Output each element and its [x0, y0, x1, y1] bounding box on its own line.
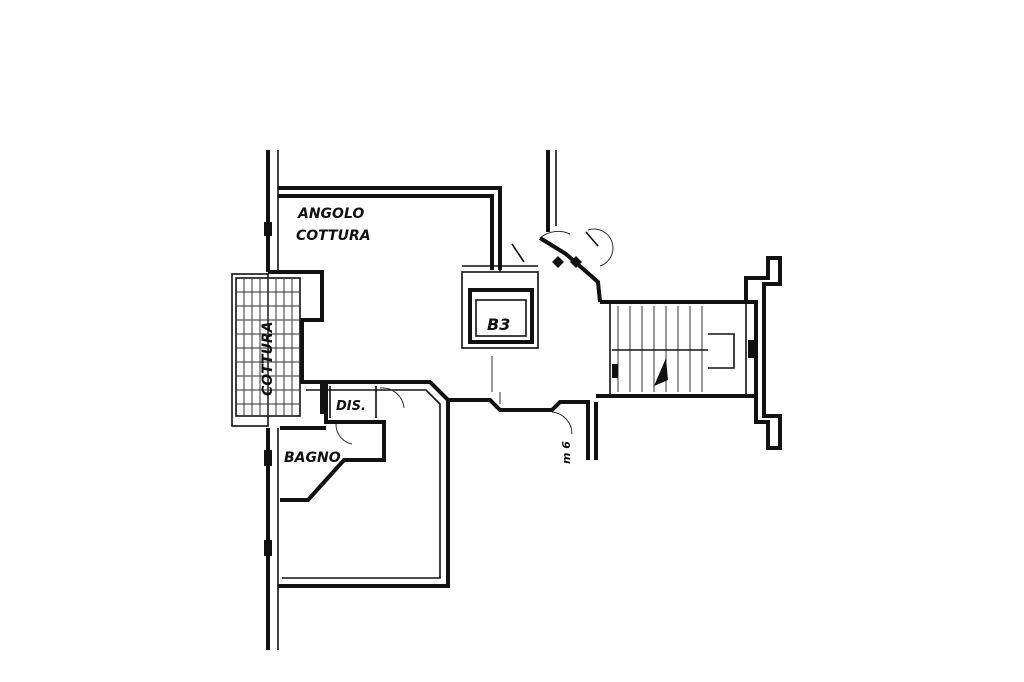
window-mark	[748, 340, 756, 358]
left-exterior-wall	[264, 150, 279, 650]
closet-label: DIS.	[336, 399, 366, 414]
kitchen-label-line2: COTTURA	[296, 228, 371, 244]
kitchen-wall	[278, 186, 502, 270]
terrace-label: COTTURA	[260, 321, 276, 396]
door-swing	[551, 411, 573, 435]
dimension-label: m 6	[560, 441, 573, 464]
central-block	[461, 265, 539, 404]
bath-label: BAGNO	[284, 450, 341, 466]
unit-label: B3	[487, 315, 510, 334]
kitchen-label-line1: ANGOLO	[297, 206, 364, 222]
right-exterior-wall	[744, 256, 782, 450]
entry-walls	[511, 150, 614, 303]
terrace-grid	[231, 273, 301, 427]
corridor-wall	[448, 398, 598, 460]
staircase	[596, 300, 758, 398]
